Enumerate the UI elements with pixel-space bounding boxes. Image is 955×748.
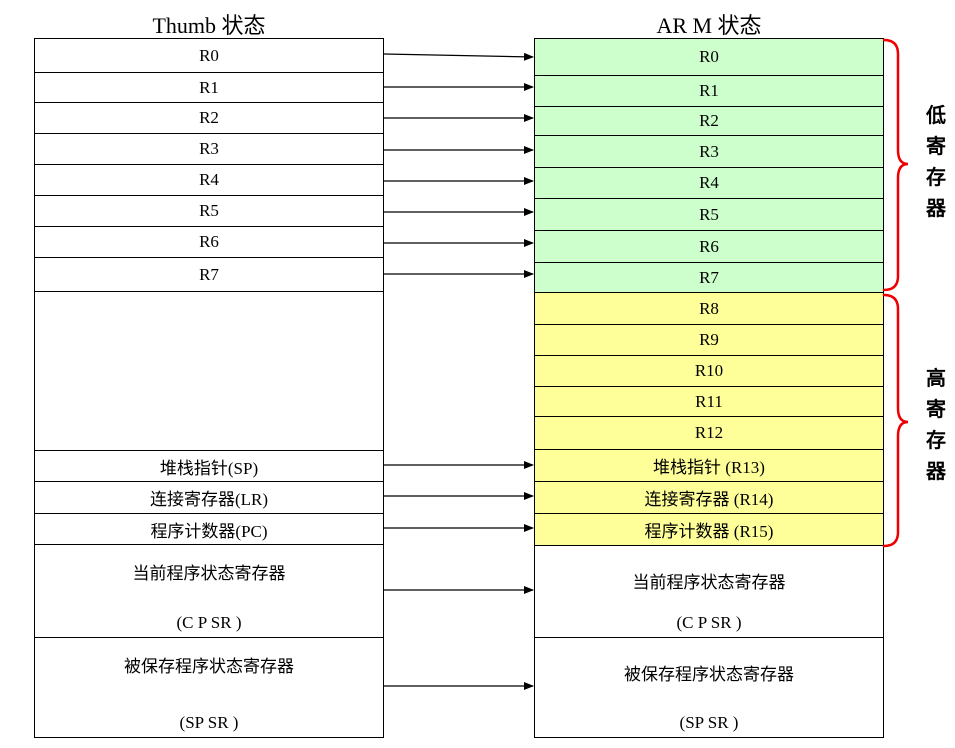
- thumb-state-title: Thumb 状态: [152, 13, 266, 38]
- thumb-spsr-abbr: (SP SR ): [179, 713, 239, 732]
- arm-r14-label: 连接寄存器 (R14): [644, 490, 774, 509]
- high-label-char-4: 器: [926, 461, 946, 483]
- thumb-r3-label: R3: [199, 139, 219, 158]
- arm-cpsr-name: 当前程序状态寄存器: [632, 573, 786, 592]
- arm-r4-label: R4: [699, 173, 719, 192]
- arm-spsr-abbr: (SP SR ): [679, 713, 739, 732]
- arm-register-r14: 连接寄存器 (R14): [534, 481, 884, 514]
- thumb-unused-high-registers: [34, 291, 384, 451]
- low-label-char-1: 低: [926, 105, 946, 127]
- arm-r9-label: R9: [699, 330, 719, 349]
- arm-spsr-name: 被保存程序状态寄存器: [624, 665, 794, 684]
- thumb-r0-label: R0: [199, 45, 219, 65]
- arm-r1-label: R1: [699, 81, 719, 100]
- thumb-register-r4: R4: [34, 164, 384, 196]
- arm-state-title: AR M 状态: [656, 13, 762, 38]
- thumb-register-r5: R5: [34, 195, 384, 227]
- thumb-register-r1: R1: [34, 72, 384, 103]
- arm-r11-label: R11: [695, 391, 723, 411]
- arm-r3-label: R3: [699, 141, 719, 161]
- low-label-char-3: 存: [926, 167, 946, 189]
- thumb-r5-label: R5: [199, 201, 219, 220]
- thumb-r1-label: R1: [199, 77, 219, 97]
- thumb-r4-label: R4: [199, 170, 219, 189]
- arm-r7-label: R7: [699, 267, 719, 287]
- arm-r12-label: R12: [694, 423, 724, 442]
- arm-register-spsr: 被保存程序状态寄存器 (SP SR ): [534, 637, 884, 738]
- high-registers-label: 高 寄 存 器: [924, 364, 948, 488]
- low-registers-bracket: [882, 38, 909, 292]
- thumb-register-pc: 程序计数器(PC): [34, 513, 384, 545]
- thumb-pc-label: 程序计数器(PC): [150, 521, 268, 541]
- thumb-cpsr-abbr: (C P SR ): [176, 613, 242, 632]
- arm-register-r2: R2: [534, 106, 884, 136]
- arm-register-column: R0 R1 R2 R3 R4 R5 R6 R7 R8 R9 R10 R11 R1…: [534, 38, 884, 738]
- thumb-register-spsr: 被保存程序状态寄存器 (SP SR ): [34, 637, 384, 738]
- thumb-register-r3: R3: [34, 133, 384, 165]
- arm-register-r15: 程序计数器 (R15): [534, 513, 884, 546]
- arm-r6-label: R6: [699, 236, 719, 256]
- thumb-lr-label: 连接寄存器(LR): [149, 490, 269, 509]
- arm-r2-label: R2: [699, 111, 719, 130]
- thumb-spsr-name: 被保存程序状态寄存器: [124, 657, 294, 676]
- thumb-r6-label: R6: [199, 232, 219, 251]
- arm-r13-label: 堆栈指针 (R13): [653, 458, 765, 477]
- arm-register-cpsr: 当前程序状态寄存器 (C P SR ): [534, 545, 884, 638]
- thumb-register-column: R0 R1 R2 R3 R4 R5 R6 R7 堆栈指针(SP) 连接寄存器(L…: [34, 38, 384, 738]
- arm-register-r12: R12: [534, 416, 884, 450]
- low-label-char-4: 器: [926, 198, 946, 220]
- low-registers-label: 低 寄 存 器: [924, 101, 948, 225]
- arrow-r0: [383, 52, 534, 61]
- thumb-r2-label: R2: [199, 108, 219, 127]
- thumb-r7-label: R7: [199, 264, 219, 284]
- high-label-char-3: 存: [926, 430, 946, 452]
- arm-register-r10: R10: [534, 355, 884, 387]
- low-label-char-2: 寄: [926, 136, 946, 158]
- high-label-char-2: 寄: [926, 399, 946, 421]
- arm-register-r5: R5: [534, 198, 884, 231]
- arm-r10-label: R10: [694, 361, 724, 380]
- thumb-sp-label: 堆栈指针(SP): [159, 458, 259, 478]
- thumb-register-sp: 堆栈指针(SP): [34, 450, 384, 482]
- thumb-register-cpsr: 当前程序状态寄存器 (C P SR ): [34, 544, 384, 638]
- high-registers-bracket: [882, 293, 909, 548]
- high-label-char-1: 高: [926, 368, 946, 390]
- arm-register-r13: 堆栈指针 (R13): [534, 449, 884, 482]
- arm-r0-label: R0: [699, 47, 719, 66]
- thumb-cpsr-name: 当前程序状态寄存器: [132, 564, 286, 583]
- arm-r8-label: R8: [699, 298, 719, 318]
- arm-cpsr-abbr: (C P SR ): [676, 613, 742, 632]
- arm-r5-label: R5: [699, 204, 719, 224]
- arm-r15-label: 程序计数器 (R15): [644, 522, 774, 541]
